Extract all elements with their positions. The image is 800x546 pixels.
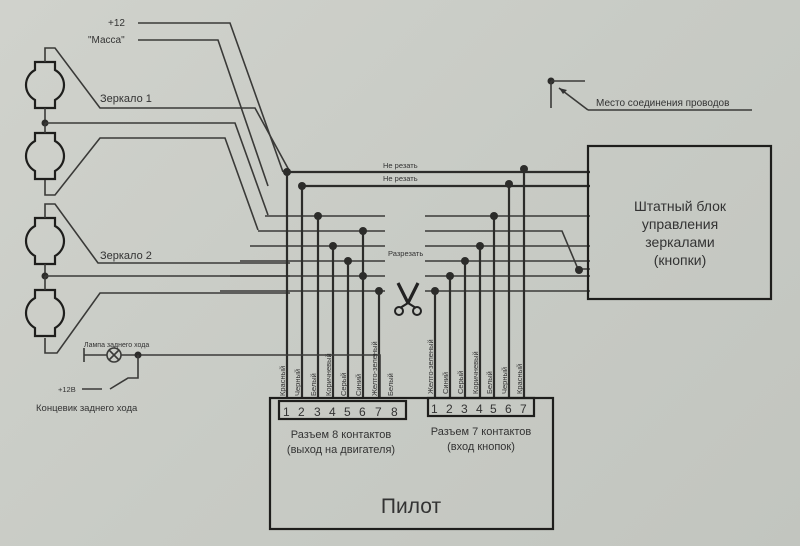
- label-mass: "Масса": [88, 35, 125, 46]
- pilot-title: Пилот: [381, 495, 442, 518]
- connector-7-pin: 6: [505, 402, 512, 416]
- junction-dot: [314, 212, 322, 220]
- junction-dot: [344, 257, 352, 265]
- connector-8-pin: 7: [375, 405, 382, 419]
- control-block-line3: зеркалами: [645, 234, 714, 250]
- connector-8-pin: 2: [298, 405, 305, 419]
- connector-8-box: [277, 399, 408, 421]
- label-cut: Разрезать: [388, 249, 423, 258]
- motor-icon: [24, 288, 66, 338]
- connector-7-wire-label: Синий: [441, 372, 450, 394]
- pilot-box: [268, 396, 555, 531]
- connector-8-wire-labels: Красный Черный Белый Коричневый Серый Синий Же…: [278, 341, 395, 396]
- junction-dot: [446, 272, 454, 280]
- label-mirror1: Зеркало 1: [100, 93, 152, 105]
- lamp-icon: [106, 347, 122, 363]
- control-block-box: [586, 144, 773, 301]
- junction-dot: [375, 287, 383, 295]
- junction-dot: [490, 212, 498, 220]
- connector-7-pin: 1: [431, 402, 438, 416]
- junction-dot: [461, 257, 469, 265]
- connector-8-pin: 3: [314, 405, 321, 419]
- connector-8-title: Разъем 8 контактов: [291, 429, 392, 441]
- connector-7-wire-label: Желто-зеленый: [426, 339, 435, 394]
- control-block-line2: управления: [642, 216, 718, 232]
- motor-icon: [24, 60, 66, 110]
- connector-8-pin: 4: [329, 405, 336, 419]
- junction-dot: [431, 287, 439, 295]
- label-reverse-lamp: Лампа заднего хода: [84, 342, 149, 349]
- label-no-cut-1: Не резать: [383, 161, 418, 170]
- motor-icon: [24, 131, 66, 181]
- label-junction-legend: Место соединения проводов: [596, 98, 729, 109]
- connector-7-pin: 7: [520, 402, 527, 416]
- connector-7-box: [426, 396, 536, 418]
- label-plus12: +12: [108, 18, 125, 29]
- connector-7-pin: 4: [476, 402, 483, 416]
- connector-8-wire-label: Серый: [339, 373, 348, 396]
- junction-dot: [359, 227, 367, 235]
- junction-dot: [359, 272, 367, 280]
- scissors-icon: [394, 282, 422, 316]
- connector-8-pin: 8: [391, 405, 398, 419]
- control-block-line4: (кнопки): [654, 252, 707, 268]
- connector-8-wire-label: Коричневый: [324, 353, 333, 396]
- connector-8-pin: 1: [283, 405, 290, 419]
- connector-7-pin: 5: [490, 402, 497, 416]
- motor-icon: [24, 216, 66, 266]
- connector-8-pin: 5: [344, 405, 351, 419]
- connector-8-wire-label: Белый: [309, 373, 318, 396]
- label-reverse-switch: Концевик заднего хода: [36, 403, 138, 414]
- connector-8-pin: 6: [359, 405, 366, 419]
- connector-7-wire-label: Красный: [515, 364, 524, 394]
- control-block-line1: Штатный блок: [634, 198, 727, 214]
- label-no-cut-2: Не резать: [383, 174, 418, 183]
- connector-8-wire-label: Желто-зеленый: [370, 341, 379, 396]
- junction-dot: [329, 242, 337, 250]
- connector-7-title: Разъем 7 контактов: [431, 426, 532, 438]
- connector-8-subtitle: (выход на двигателя): [287, 444, 395, 456]
- connector-7-pin: 2: [446, 402, 453, 416]
- junction-legend-icon: [547, 77, 752, 111]
- connector-7-wire-label: Серый: [456, 371, 465, 394]
- connector-7-wire-label: Белый: [485, 371, 494, 394]
- connector-8-wire-label: Черный: [293, 369, 302, 396]
- connector-8-wire-label: Красный: [278, 366, 287, 396]
- junction-dot: [575, 266, 583, 274]
- label-mirror2: Зеркало 2: [100, 250, 152, 262]
- connector-8-wire-label: Синий: [354, 374, 363, 396]
- connector-8-wire-label: Белый: [386, 373, 395, 396]
- connector-7-wire-label: Черный: [500, 367, 509, 394]
- junction-dot: [476, 242, 484, 250]
- label-plus12v: +12В: [58, 385, 76, 394]
- connector-7-subtitle: (вход кнопок): [447, 441, 515, 453]
- connector-7-wire-label: Коричневый: [471, 351, 480, 394]
- connector-7-pin: 3: [461, 402, 468, 416]
